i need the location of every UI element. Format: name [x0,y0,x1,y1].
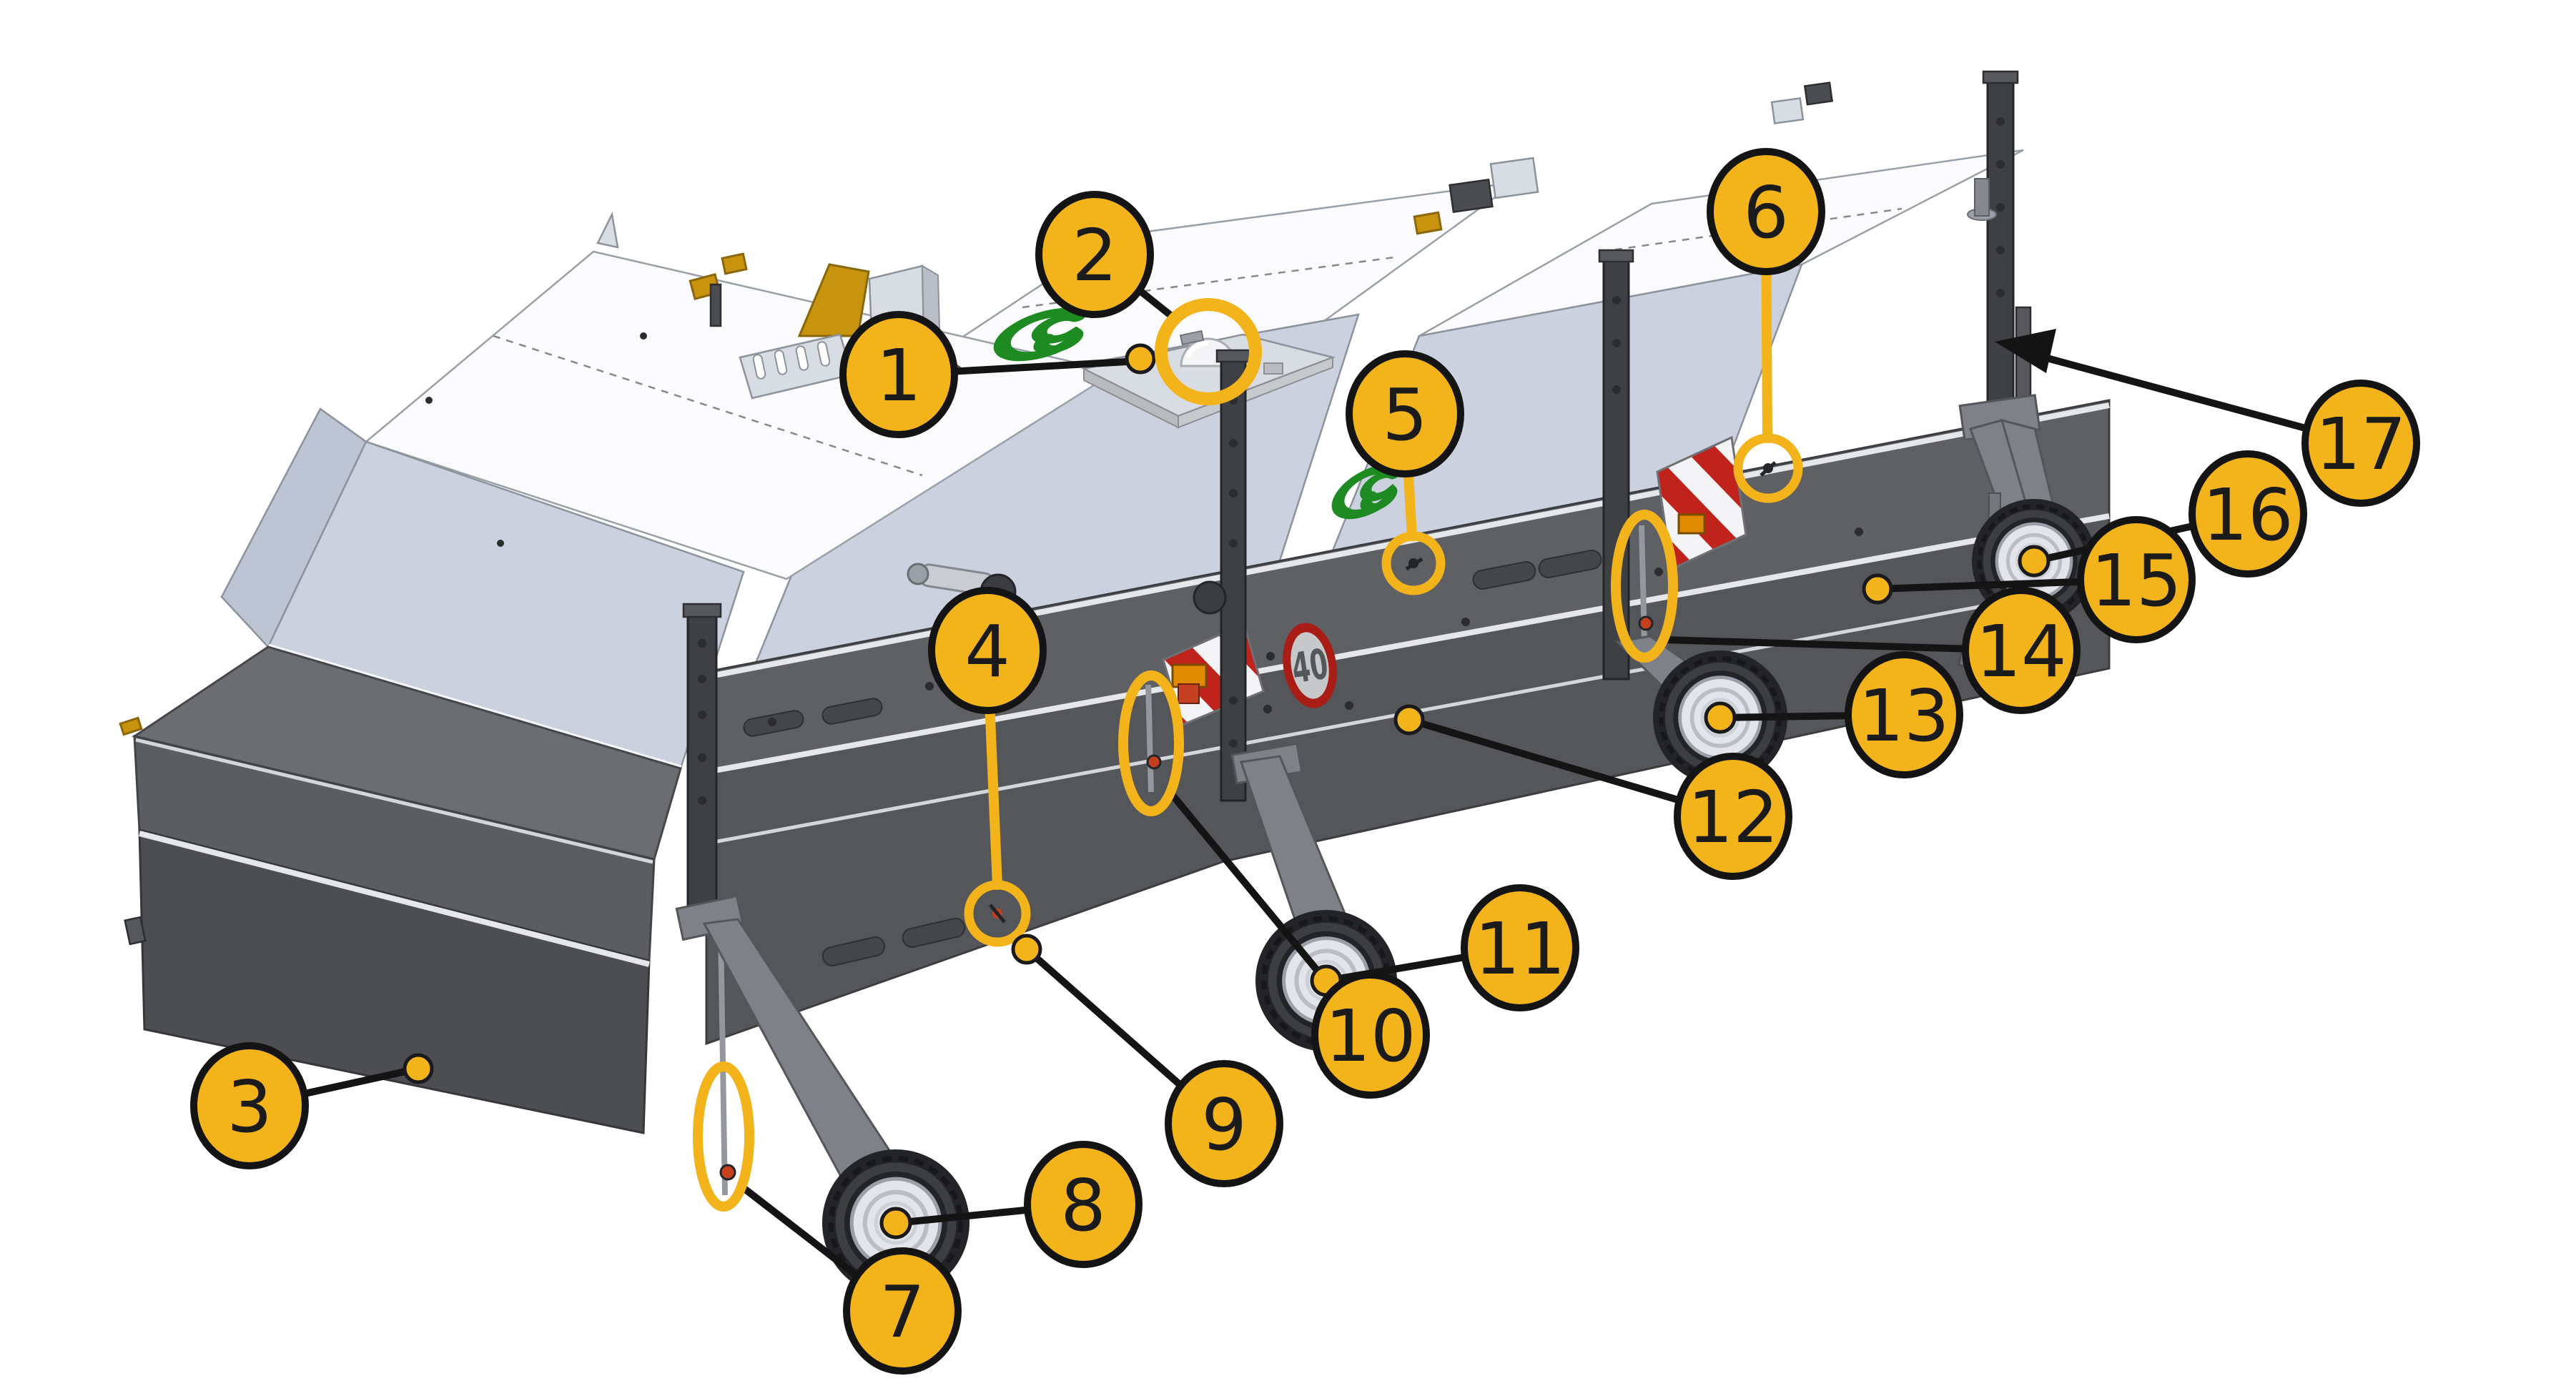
svg-text:10: 10 [1325,994,1416,1078]
speed-limit-sign: 40 [1283,623,1337,708]
tension-rod-2 [1145,684,1154,793]
highlight-ring-4 [964,880,1031,947]
svg-text:4: 4 [964,610,1010,693]
target-dot-12 [1393,704,1425,736]
highlight-ellipse-10 [1118,670,1184,816]
speed-limit-value: 40 [1288,640,1331,693]
callout-badge-6: 6 [1707,148,1825,275]
leader-line-14 [1661,636,2025,654]
callout-badge-8: 8 [1024,1141,1143,1268]
callout-badge-4: 4 [928,587,1047,714]
callout-badge-2: 2 [1035,191,1154,318]
reflector-amber-rear [1677,513,1706,535]
svg-text:6: 6 [1743,171,1789,254]
callout-badge-16: 16 [2188,450,2307,578]
callout-badge-10: 10 [1311,971,1430,1099]
svg-text:9: 9 [1201,1083,1247,1167]
callout-badge-13: 13 [1845,651,1963,778]
svg-text:16: 16 [2202,473,2293,557]
callout-badge-7: 7 [843,1247,962,1375]
svg-text:12: 12 [1687,776,1778,859]
svg-text:2: 2 [1072,214,1117,297]
support-mast-1 [686,610,718,933]
reflector-red [1178,683,1200,704]
gps-dome-highlight-ring [1155,298,1262,405]
svg-text:14: 14 [1975,610,2066,693]
callout-badge-11: 11 [1461,884,1579,1011]
target-dot-3 [403,1053,434,1084]
gps-dome-assembly [1081,330,1336,429]
callout-badge-14: 14 [1962,587,2081,714]
annotations: 1 2 3 4 5 6 7 8 9 10 11 12 13 14 15 16 1… [190,148,2420,1375]
hitch-bracket [797,263,870,337]
target-dot-16 [2018,545,2051,578]
callout-badge-17: 17 [2301,380,2420,507]
target-dot-9 [1011,934,1042,965]
svg-text:7: 7 [879,1270,925,1354]
front-hood-skirt [138,828,651,1134]
front-hood [119,645,682,1134]
svg-text:5: 5 [1382,373,1428,457]
callout-badge-15: 15 [2077,516,2196,643]
support-mast-4 [1986,77,2015,459]
callout-badge-12: 12 [1674,753,1792,880]
support-mast-2 [1220,356,1247,802]
callout-badge-9: 9 [1165,1060,1283,1187]
highlight-ellipse-14 [1611,510,1678,663]
callout-badge-3: 3 [190,1042,309,1169]
slotted-bracket [739,333,854,400]
svg-text:3: 3 [227,1065,272,1149]
svg-text:11: 11 [1474,907,1565,991]
svg-text:1: 1 [876,334,922,417]
highlight-ring-5 [1381,531,1446,595]
highlight-ring-6 [1733,433,1803,503]
svg-text:15: 15 [2091,539,2181,623]
callout-badge-5: 5 [1346,350,1464,477]
target-dot-15 [1862,573,1893,605]
target-dot-1 [1125,343,1156,375]
target-dot-8 [879,1207,912,1239]
svg-text:17: 17 [2315,402,2406,486]
target-dot-13 [1704,701,1737,734]
svg-text:8: 8 [1060,1164,1106,1247]
highlight-ellipse-7 [693,1061,754,1212]
svg-text:13: 13 [1858,674,1949,758]
callout-badge-1: 1 [839,311,958,438]
